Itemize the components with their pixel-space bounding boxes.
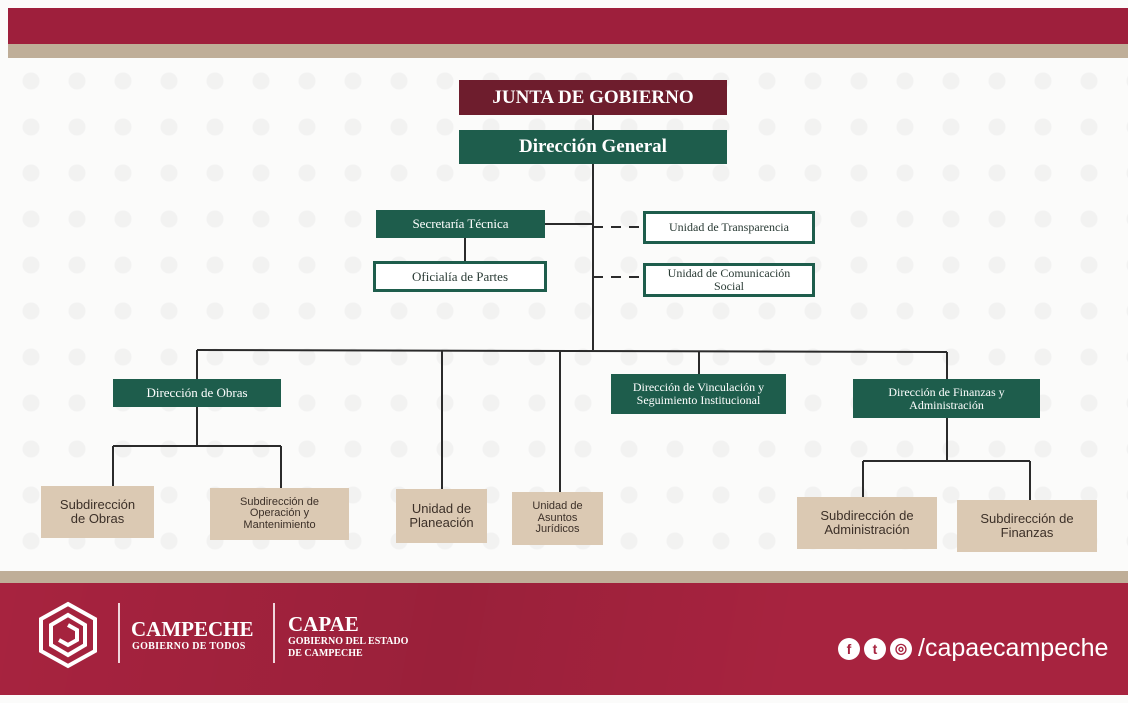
capae-brand-title: CAPAE	[288, 612, 359, 636]
unidad-transparencia-box: Unidad de Transparencia	[643, 211, 815, 244]
social-links: f t ◎ /capaecampeche	[838, 634, 1108, 663]
direccion-finanzas-box: Dirección de Finanzas y Administración	[853, 379, 1040, 418]
direccion-vinculacion-box: Dirección de Vinculación y Seguimiento I…	[611, 374, 786, 414]
instagram-icon[interactable]: ◎	[890, 637, 912, 660]
subdireccion-administracion-box: Subdirección de Administración	[797, 497, 937, 549]
facebook-icon[interactable]: f	[838, 637, 860, 660]
footer-divider	[118, 603, 120, 663]
campeche-brand-title: CAMPECHE	[131, 617, 254, 641]
secretaria-tecnica-box: Secretaría Técnica	[376, 210, 545, 238]
junta-de-gobierno-box: JUNTA DE GOBIERNO	[459, 80, 727, 115]
campeche-brand-subtitle: GOBIERNO DE TODOS	[132, 641, 246, 652]
social-handle[interactable]: /capaecampeche	[918, 634, 1109, 662]
footer	[0, 583, 1128, 695]
top-banner	[8, 8, 1128, 44]
direccion-obras-box: Dirección de Obras	[113, 379, 281, 407]
unidad-asuntos-juridicos-box: Unidad de Asuntos Jurídicos	[512, 492, 603, 545]
oficialia-de-partes-box: Oficialía de Partes	[373, 261, 547, 292]
unidad-comunicacion-social-box: Unidad de Comunicación Social	[643, 263, 815, 297]
footer-divider-2	[273, 603, 275, 663]
footer-shade	[0, 583, 1128, 695]
capae-subtitle-line1: GOBIERNO DEL ESTADO	[288, 636, 409, 647]
twitter-icon[interactable]: t	[864, 637, 886, 660]
top-accent-strip	[8, 44, 1128, 58]
unidad-planeacion-box: Unidad de Planeación	[396, 489, 487, 543]
subdireccion-obras-box: Subdirección de Obras	[41, 486, 154, 538]
subdireccion-finanzas-box: Subdirección de Finanzas	[957, 500, 1097, 552]
campeche-logo-icon	[39, 601, 97, 669]
subdireccion-operacion-box: Subdirección de Operación y Mantenimient…	[210, 488, 349, 540]
capae-subtitle-line2: DE CAMPECHE	[288, 648, 363, 659]
bottom-accent-strip	[0, 571, 1128, 583]
direccion-general-box: Dirección General	[459, 130, 727, 164]
